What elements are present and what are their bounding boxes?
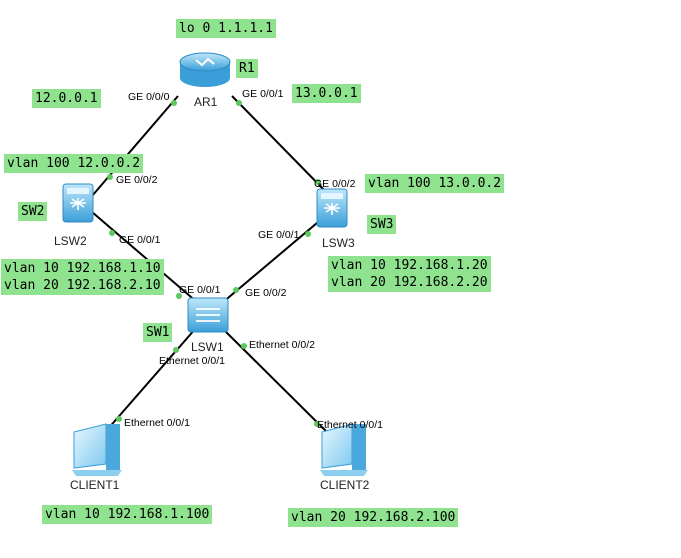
- port-dot: [171, 100, 177, 106]
- sw1-label: SW1: [143, 323, 173, 342]
- port-label: Ethernet 0/0/1: [317, 419, 383, 431]
- port-label: Ethernet 0/0/1: [159, 355, 225, 367]
- device-name-ar1: AR1: [194, 95, 218, 109]
- link-ar1-lsw2: [91, 95, 179, 197]
- sw3-label: SW3: [367, 215, 397, 234]
- port-label: GE 0/0/2: [314, 178, 356, 190]
- port-dot: [236, 100, 242, 106]
- port-dot: [241, 343, 247, 349]
- port-dot: [314, 421, 320, 427]
- link-lsw3-lsw1: [221, 211, 331, 304]
- port-dot: [116, 416, 122, 422]
- port-dot: [315, 179, 321, 185]
- r1-label: R1: [236, 59, 258, 78]
- port-dot: [109, 230, 115, 236]
- port-dot: [233, 287, 239, 293]
- sw3-vlans-label: vlan 10 192.168.1.20 vlan 20 192.168.2.2…: [328, 256, 491, 292]
- port-dot: [107, 174, 113, 180]
- port-label: GE 0/0/1: [242, 88, 284, 100]
- switch-lsw1-icon[interactable]: [187, 297, 229, 333]
- port-dot: [173, 347, 179, 353]
- sw2-vlan100-label: vlan 100 12.0.0.2: [4, 154, 144, 173]
- sw2-label: SW2: [18, 202, 48, 221]
- client2-vlan-label: vlan 20 192.168.2.100: [288, 508, 459, 527]
- sw3-vlan100-label: vlan 100 13.0.0.2: [365, 174, 505, 193]
- link-lsw1-client2: [221, 327, 334, 439]
- sw2-vlans-label: vlan 10 192.168.1.10 vlan 20 192.168.2.1…: [1, 259, 164, 295]
- switch-lsw3-icon[interactable]: [316, 188, 348, 228]
- ip-12-label: 12.0.0.1: [32, 89, 101, 108]
- switch-lsw2-icon[interactable]: [62, 183, 94, 223]
- port-label: GE 0/0/2: [245, 287, 287, 299]
- loopback-label: lo 0 1.1.1.1: [176, 19, 276, 38]
- computer-client2-icon[interactable]: [320, 423, 368, 476]
- client1-vlan-label: vlan 10 192.168.1.100: [42, 505, 213, 524]
- device-name-lsw2: LSW2: [54, 234, 87, 248]
- device-name-client2: CLIENT2: [320, 478, 370, 492]
- device-name-lsw3: LSW3: [322, 236, 355, 250]
- port-label: GE 0/0/1: [119, 234, 161, 246]
- port-label: GE 0/0/1: [179, 284, 221, 296]
- port-dot: [305, 231, 311, 237]
- port-dot: [176, 293, 182, 299]
- computer-client1-icon[interactable]: [72, 423, 122, 476]
- link-ar1-lsw3: [231, 95, 331, 197]
- port-label: GE 0/0/2: [116, 174, 158, 186]
- device-name-client1: CLIENT1: [70, 478, 120, 492]
- link-lsw2-lsw1: [91, 211, 199, 304]
- port-label: Ethernet 0/0/2: [249, 339, 315, 351]
- port-label: Ethernet 0/0/1: [124, 417, 190, 429]
- ip-13-label: 13.0.0.1: [292, 84, 361, 103]
- router-icon[interactable]: [179, 52, 231, 87]
- port-label: GE 0/0/1: [258, 229, 300, 241]
- port-label: GE 0/0/0: [128, 91, 170, 103]
- device-name-lsw1: LSW1: [191, 340, 224, 354]
